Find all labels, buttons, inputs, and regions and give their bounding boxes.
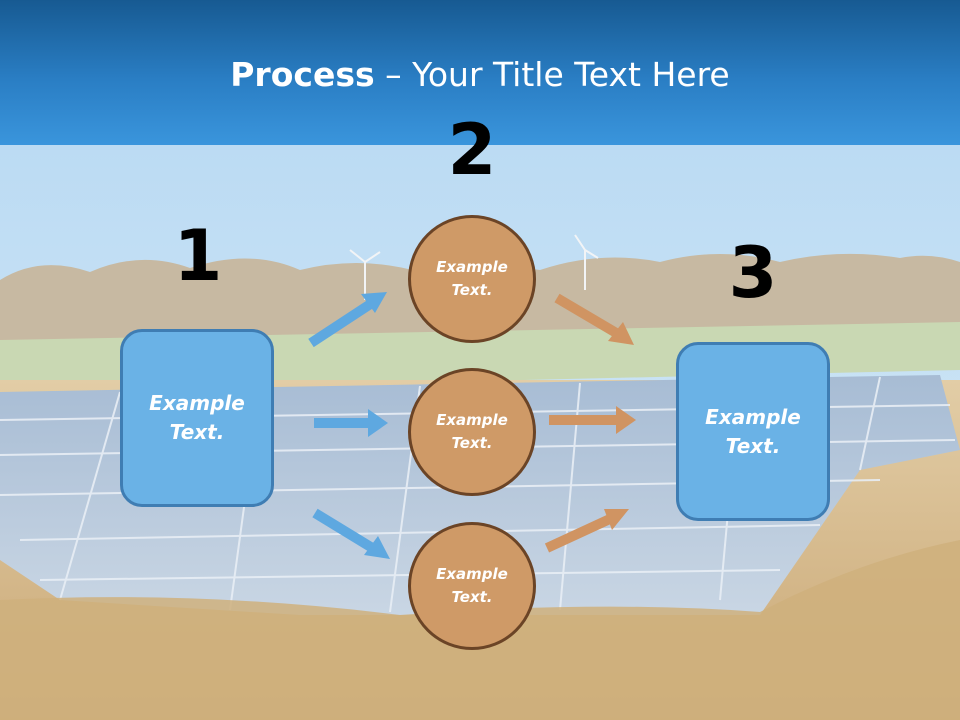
blue-arrow-up (308, 292, 387, 348)
process-circle-top-text: Example Text. (436, 258, 508, 299)
process-circle-top: Example Text. (408, 215, 536, 343)
process-box-left-text: Example Text. (149, 391, 245, 444)
title-bold-text: Process (230, 55, 375, 94)
process-circle-bottom: Example Text. (408, 522, 536, 650)
process-box-right: Example Text. (676, 342, 830, 521)
title-band (0, 0, 960, 145)
process-box-right-text: Example Text. (705, 404, 801, 458)
step-number-2: 2 (447, 109, 497, 191)
blue-arrow-straight (314, 409, 388, 437)
process-circle-middle: Example Text. (408, 368, 536, 496)
process-circle-bottom-text: Example Text. (436, 565, 508, 606)
step-number-3: 3 (728, 232, 778, 314)
orange-arrow-up (544, 509, 629, 553)
process-circle-middle-text: Example Text. (436, 411, 508, 452)
process-box-left: Example Text. (120, 329, 274, 507)
step-number-1: 1 (173, 215, 223, 297)
title-rest-text: – Your Title Text Here (374, 55, 730, 94)
orange-arrow-straight (549, 406, 636, 434)
orange-arrow-down (554, 293, 634, 345)
blue-arrow-down (312, 508, 390, 559)
slide-title: Process – Your Title Text Here (0, 50, 960, 100)
